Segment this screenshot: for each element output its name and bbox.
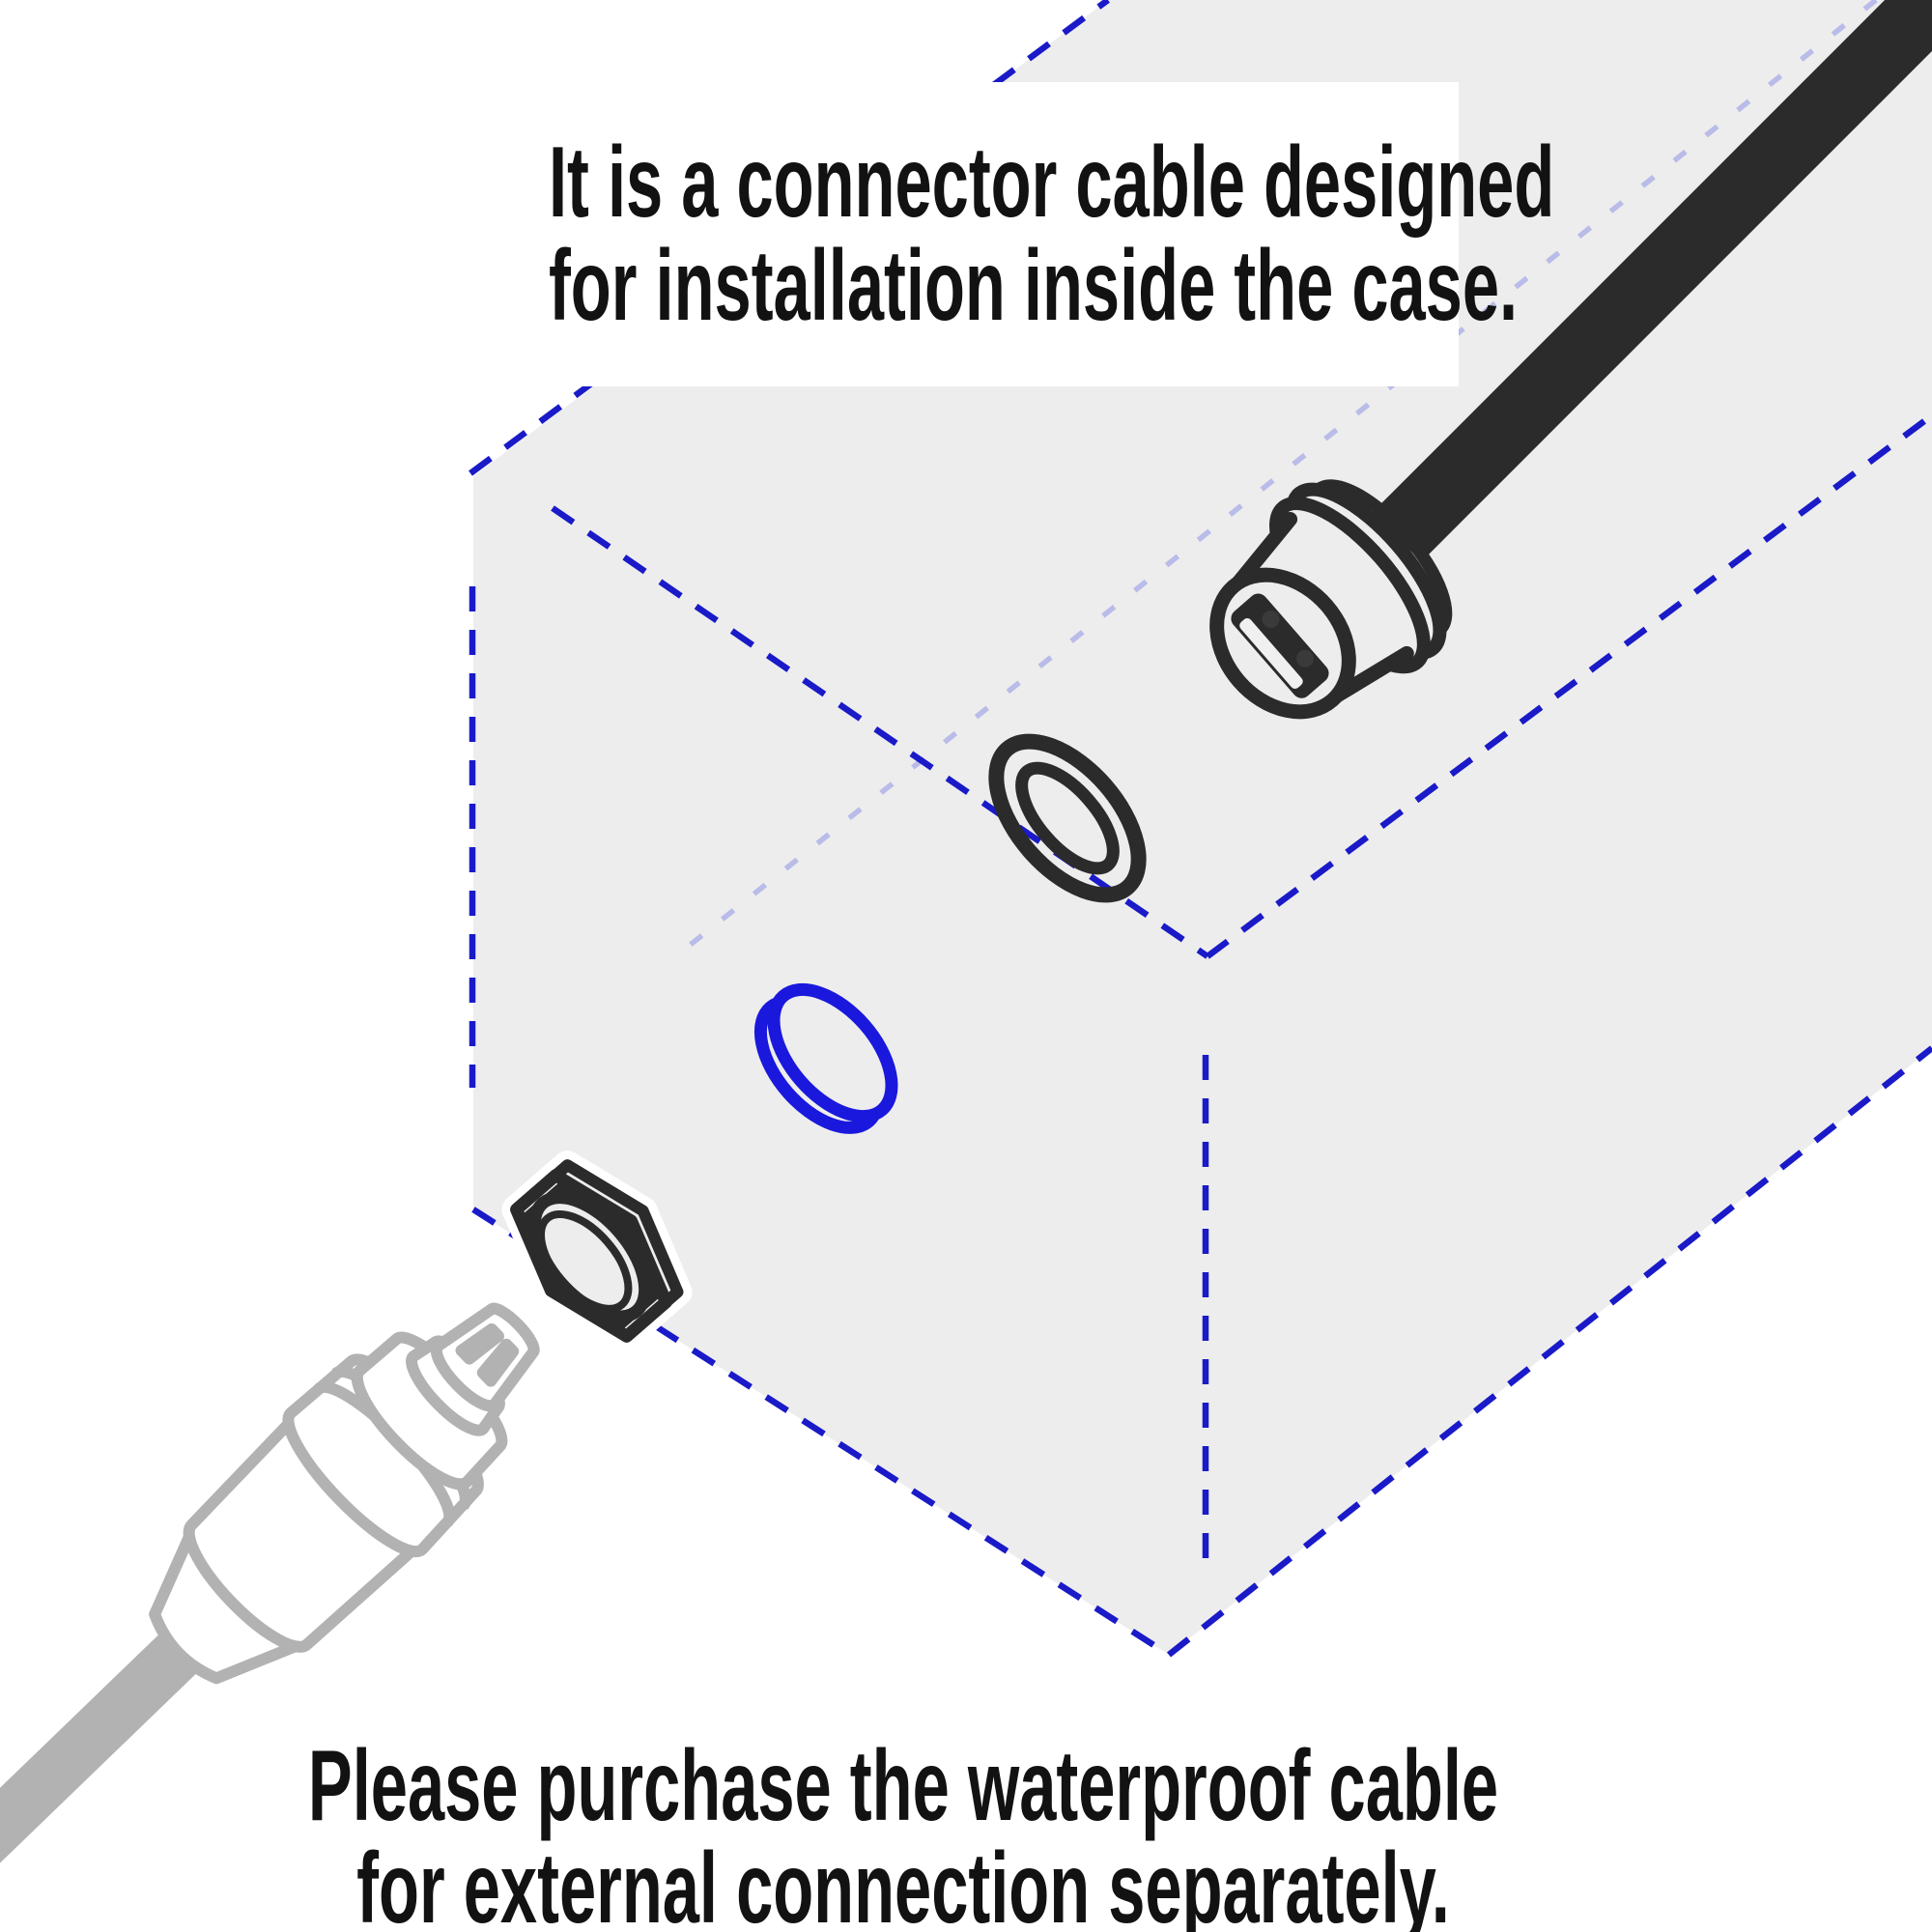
usb-socket-tongue: [1239, 617, 1303, 689]
bottom-caption: Please purchase the waterproof cable for…: [0, 1735, 1806, 1932]
usb-socket-pin-1: [1262, 611, 1280, 629]
hidden-edge-line: [671, 0, 1878, 961]
plug-cable: [0, 1620, 212, 1932]
case-edge-bottom-right: [1166, 1045, 1932, 1658]
internal-cable: [1372, 0, 1932, 562]
top-caption-line1: It is a connector cable designed: [548, 127, 1555, 240]
hex-nut-thread: [536, 1209, 633, 1313]
usb-socket: [1231, 593, 1329, 698]
waterproof-plug: [0, 1302, 540, 1932]
case-edge-front-right: [1206, 412, 1932, 959]
mounting-hole: [753, 982, 898, 1134]
top-caption-line2: for installation inside the case.: [548, 229, 1519, 342]
panel-connector: [1209, 479, 1453, 720]
top-caption: It is a connector cable designed for ins…: [362, 82, 1555, 386]
bottom-caption-line1: Please purchase the waterproof cable: [307, 1730, 1499, 1842]
case-edge-front-left: [551, 505, 1209, 959]
case-hidden-edge: [671, 0, 1878, 961]
bottom-caption-line2: for external connection separately.: [356, 1833, 1450, 1932]
plug-usb-tip-slots: [455, 1322, 520, 1387]
hex-nut: [501, 1151, 693, 1351]
plug-usb-tip: [430, 1302, 540, 1412]
usb-socket-pin-2: [1295, 649, 1314, 668]
mounting-hole-front-rim: [767, 982, 898, 1123]
gasket-inner-edge: [1015, 761, 1120, 875]
